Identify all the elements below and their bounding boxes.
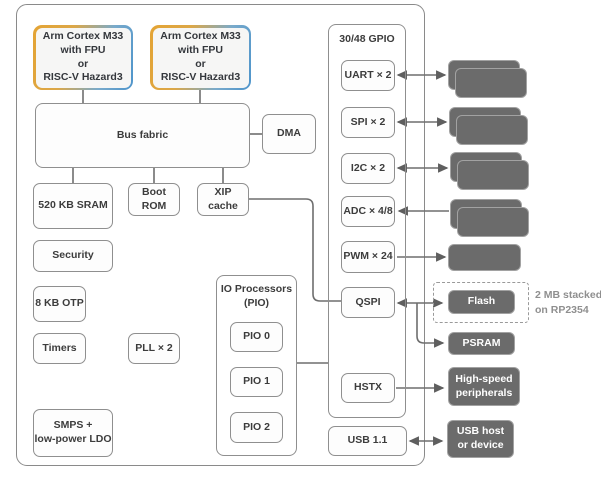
gpio-container [328,24,406,418]
boot-rom-block: Boot ROM [128,183,180,216]
bus-fabric-block: Bus fabric [35,103,250,168]
xip-cache-block: XIP cache [197,183,249,216]
adc-stack-front [457,207,529,237]
smps-block: SMPS + low-power LDO [33,409,113,457]
otp-block: 8 KB OTP [33,286,86,322]
adc-external-stack [450,199,530,237]
pio0-block: PIO 0 [230,322,283,352]
spi-stack-front [456,115,528,145]
flash-block: Flash [448,290,515,314]
spi-block: SPI × 2 [341,107,395,138]
cpu-core-0-label: Arm Cortex M33 with FPU or RISC-V Hazard… [35,27,131,88]
i2c-external-stack [450,152,530,190]
pio-container [216,275,297,456]
uart-block: UART × 2 [341,60,395,91]
timers-block: Timers [33,333,86,364]
i2c-stack-front [457,160,529,190]
hstx-block: HSTX [341,373,395,403]
flash-dashed-outline [433,282,529,323]
pio-container-title: IO Processors (PIO) [220,283,293,309]
cpu-core-0: Arm Cortex M33 with FPU or RISC-V Hazard… [33,25,133,90]
qspi-block: QSPI [341,287,395,318]
flash-note: 2 MB stacked on RP2354 [535,289,601,316]
uart-external-stack [448,60,528,98]
pio2-block: PIO 2 [230,412,283,443]
pwm-external-block [448,244,521,271]
spi-external-stack [449,107,529,145]
uart-stack-front [455,68,527,98]
usb-host-block: USB host or device [447,420,514,458]
pll-block: PLL × 2 [128,333,180,364]
i2c-block: I2C × 2 [341,153,395,184]
cpu-core-1-label: Arm Cortex M33 with FPU or RISC-V Hazard… [152,27,249,88]
dma-block: DMA [262,114,316,154]
pwm-block: PWM × 24 [341,241,395,273]
security-block: Security [33,240,113,272]
pio1-block: PIO 1 [230,367,283,397]
psram-block: PSRAM [448,332,515,355]
high-speed-peripherals-block: High-speed peripherals [448,367,520,406]
gpio-container-title: 30/48 GPIO [339,33,395,45]
cpu-core-1: Arm Cortex M33 with FPU or RISC-V Hazard… [150,25,251,90]
chip-outline [16,4,425,466]
usb-block: USB 1.1 [328,426,407,456]
sram-block: 520 KB SRAM [33,183,113,229]
adc-block: ADC × 4/8 [341,196,395,227]
